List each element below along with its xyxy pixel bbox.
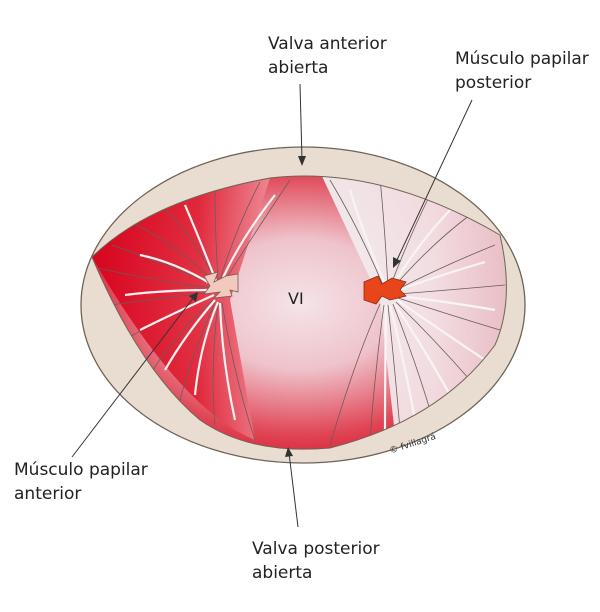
label-musculo-papilar-posterior: Músculo papilar posterior — [455, 47, 589, 95]
posterior-chordae-highlight — [348, 189, 496, 436]
label-vp-line2: abierta — [252, 563, 313, 583]
posterior-papillary-muscle — [363, 275, 407, 305]
label-valva-anterior-line1: Valva anterior — [268, 34, 387, 54]
label-mpa-line1: Músculo papilar — [14, 460, 148, 480]
label-vp-line1: Valva posterior — [252, 539, 380, 559]
label-valva-anterior-line2: abierta — [268, 58, 329, 78]
label-mpp-line2: posterior — [455, 73, 532, 93]
anterior-papillary-muscle — [203, 271, 239, 299]
label-mpp-line1: Músculo papilar — [455, 49, 589, 69]
label-valva-anterior: Valva anterior abierta — [268, 32, 387, 80]
pointer-arrowheads — [189, 156, 401, 457]
left-ventricle-cavity — [92, 175, 507, 450]
anterior-chordae-highlight — [124, 194, 276, 421]
posterior-chordae — [329, 177, 506, 446]
valve-orifice-outline — [91, 175, 507, 450]
label-ventriculo-izquierdo: VI — [288, 289, 304, 308]
label-mpa-line2: anterior — [14, 484, 82, 504]
label-musculo-papilar-anterior: Músculo papilar anterior — [14, 458, 148, 506]
label-valva-posterior: Valva posterior abierta — [252, 537, 380, 585]
pointer-lines — [71, 83, 473, 528]
